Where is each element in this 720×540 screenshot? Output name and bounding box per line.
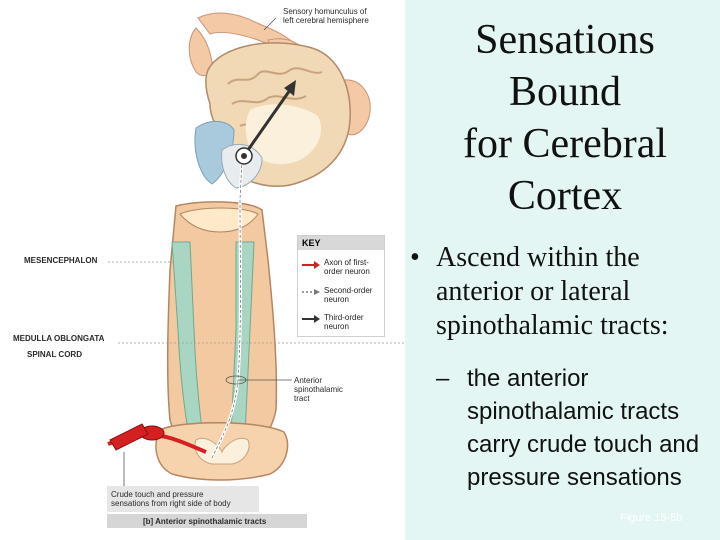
key-item-label: Third-order	[324, 313, 364, 322]
red-nerve-bundle	[109, 423, 149, 451]
stimulus-caption-text: Crude touch and pressure sensations from…	[111, 490, 231, 508]
third-order-neuron	[246, 89, 292, 151]
tract-label-line: tract	[294, 394, 310, 403]
anterior-spinothalamic-tract-label: Anterior spinothalamic tract	[294, 376, 343, 403]
stimulus-caption-line: Crude touch and pressure	[111, 490, 204, 499]
figure-caption-text: [b] Anterior spinothalamic tracts	[143, 517, 267, 526]
key-red-arrow	[302, 261, 320, 269]
tract-leader-ring	[225, 375, 247, 385]
third-order-arrowhead	[284, 80, 296, 96]
stimulus-caption-box: Crude touch and pressure sensations from…	[107, 486, 259, 512]
slide-title-line: for Cerebral	[462, 121, 668, 167]
text-panel	[405, 0, 720, 540]
bullet-marker: •	[410, 242, 420, 273]
key-item-second-order: Second-order neuron	[324, 286, 382, 304]
spinal-cord-label: SPINAL CORD	[27, 350, 82, 359]
key-item-third-order: Third-order neuron	[324, 313, 382, 331]
key-item-label: order neuron	[324, 267, 370, 276]
white-matter-core	[245, 104, 322, 165]
slide-title-line: Sensations	[475, 17, 655, 63]
mesencephalon-label: MESENCEPHALON	[24, 256, 98, 265]
key-dashed-arrowhead	[314, 289, 320, 295]
key-item-label: neuron	[324, 322, 349, 331]
key-swatches	[302, 261, 320, 323]
figure-key: KEY Axon of first- order neuron Second-o…	[297, 235, 385, 337]
anatomy-illustration	[107, 12, 405, 488]
anatomy-figure: Sensory homunculus of left cerebral hemi…	[13, 7, 405, 528]
homunculus-label-line: left cerebral hemisphere	[283, 16, 369, 25]
homunculus-leader-line	[263, 17, 277, 31]
key-dark-arrow	[302, 315, 320, 323]
homunculus-label-line: Sensory homunculus of	[283, 7, 367, 16]
figure-number: Figure 15-5b	[620, 512, 683, 524]
third-order-nucleus	[241, 153, 247, 159]
medulla-oblongata-label: MEDULLA OBLONGATA	[13, 334, 105, 343]
slide-title-line: Bound	[508, 69, 621, 115]
second-order-neuron-outline	[211, 159, 243, 459]
bullet-text: Ascend within the anterior or lateral sp…	[436, 242, 669, 341]
key-item-label: Second-order	[324, 286, 373, 295]
sub-bullet-text: the anterior spinothalamic tracts carry …	[467, 365, 700, 491]
homunculus-label: Sensory homunculus of left cerebral hemi…	[283, 7, 369, 25]
slide-title: Sensations Bound for Cerebral Cortex	[440, 14, 690, 222]
tract-label-line: spinothalamic	[294, 385, 343, 394]
tract-label-line: Anterior	[294, 376, 323, 385]
figure-caption-bar: [b] Anterior spinothalamic tracts	[107, 514, 307, 528]
brainstem-top-cap	[179, 207, 259, 233]
key-item-first-order: Axon of first- order neuron	[324, 258, 382, 276]
key-heading: KEY	[298, 236, 384, 250]
key-item-label: neuron	[324, 295, 349, 304]
sub-bullet-marker: –	[436, 365, 450, 392]
slide-title-line: Cortex	[507, 173, 623, 219]
stimulus-caption-line: sensations from right side of body	[111, 499, 231, 508]
key-item-label: Axon of first-	[324, 258, 369, 267]
